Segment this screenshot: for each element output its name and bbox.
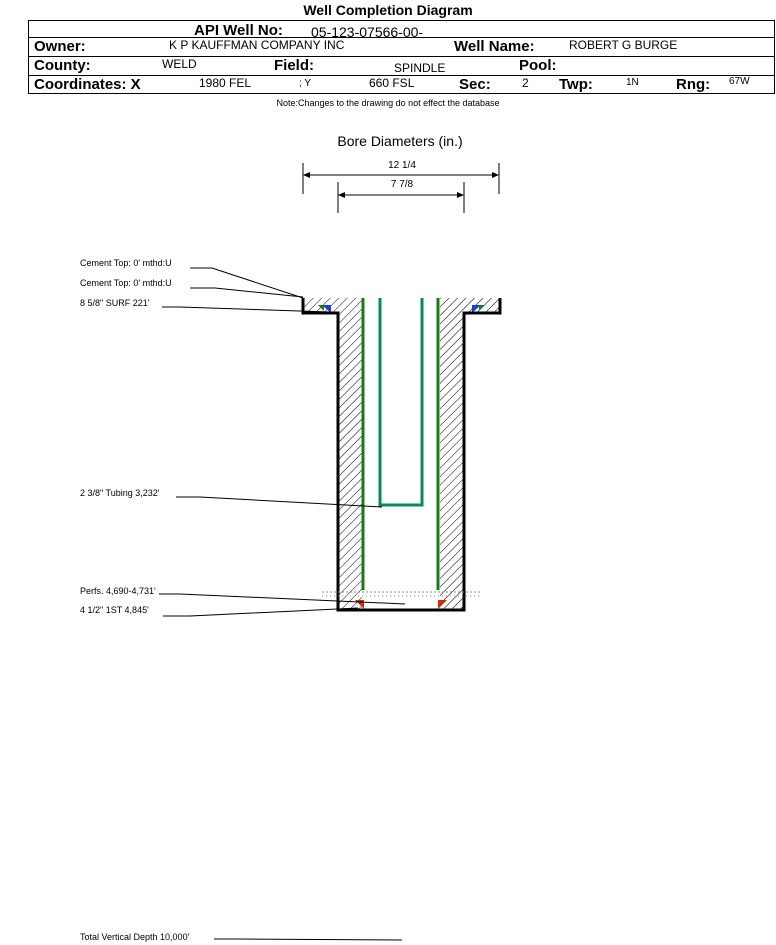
- surface-cement-right-marker: [472, 305, 481, 313]
- well-name-label: Well Name:: [454, 38, 535, 55]
- cement-sheath: [303, 298, 500, 610]
- leader-tvd: [214, 938, 403, 941]
- perforation-zone: [322, 591, 482, 597]
- api-label: API Well No:: [194, 22, 283, 39]
- leader-tubing: [176, 496, 383, 508]
- api-value: 05-123-07566-00-: [311, 24, 424, 40]
- county-value: WELD: [162, 57, 197, 71]
- annotation-total-vertical-depth: Total Vertical Depth 10,000': [80, 932, 190, 942]
- twp-value: 1N: [626, 77, 639, 88]
- coord-y-label: ; Y: [299, 78, 312, 89]
- sec-value: 2: [522, 76, 529, 90]
- diagram-title: Well Completion Diagram: [303, 2, 473, 18]
- coordinates-label: Coordinates: X: [34, 76, 141, 93]
- coord-x-value: 1980 FEL: [199, 76, 252, 90]
- twp-label: Twp:: [559, 76, 593, 93]
- well-header-table: API Well No: 05-123-07566-00- Owner: K P…: [28, 20, 775, 94]
- surface-cement-right-accent: [479, 305, 485, 311]
- pool-label: Pool:: [519, 57, 557, 74]
- outer-dimension-line: [302, 163, 500, 194]
- production-cement-right-marker: [438, 600, 447, 609]
- annotation-cement-top-1: Cement Top: 0' mthd:U: [80, 258, 172, 268]
- annotation-cement-top-2: Cement Top: 0' mthd:U: [80, 278, 172, 288]
- bore-diameters-title: Bore Diameters (in.): [337, 133, 463, 149]
- coord-y-value: 660 FSL: [369, 76, 415, 90]
- leader-cement-top-2: [190, 287, 304, 298]
- outer-bore-diameter: 12 1/4: [388, 160, 416, 171]
- field-value: SPINDLE: [394, 61, 446, 75]
- annotation-surface-casing: 8 5/8" SURF 221': [80, 298, 150, 308]
- leader-production-casing: [163, 607, 359, 617]
- disclaimer-note: Note:Changes to the drawing do not effec…: [276, 98, 500, 108]
- leader-surface-casing: [162, 306, 331, 313]
- sec-label: Sec:: [459, 76, 491, 93]
- surface-cement-left-accent: [318, 305, 324, 311]
- inner-bore-diameter: 7 7/8: [390, 179, 414, 190]
- borehole-outline: [301, 298, 502, 612]
- county-label: County:: [34, 57, 91, 74]
- annotation-production-casing: 4 1/2" 1ST 4,845': [80, 605, 149, 615]
- leader-perfs: [159, 593, 406, 605]
- tubing-string: [378, 298, 424, 507]
- well-name-value: ROBERT G BURGE: [569, 38, 678, 52]
- inner-dimension-line: [337, 182, 465, 213]
- rng-label: Rng:: [676, 76, 711, 93]
- field-label: Field:: [274, 57, 314, 74]
- annotation-tubing: 2 3/8" Tubing 3,232': [80, 488, 160, 498]
- leader-cement-top-1: [190, 267, 304, 299]
- rng-value: 67W: [729, 76, 750, 87]
- owner-label: Owner:: [34, 38, 86, 55]
- owner-value: K P KAUFFMAN COMPANY INC: [169, 38, 345, 52]
- surface-cement-left-marker: [322, 305, 331, 313]
- annotation-perfs: Perfs. 4,690-4,731': [80, 586, 156, 596]
